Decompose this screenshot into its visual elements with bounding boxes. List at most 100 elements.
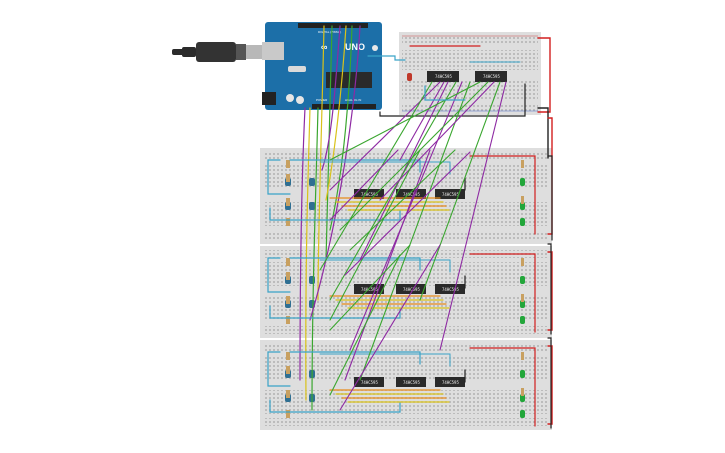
shift-register-chip (396, 284, 426, 294)
signal-wire (329, 81, 457, 301)
shift-register-chip (427, 71, 459, 82)
shift-register-chip (435, 377, 465, 387)
signal-wire (325, 25, 333, 261)
signal-wire (319, 161, 451, 175)
digital-header (298, 23, 368, 28)
shift-register-chip (354, 377, 384, 387)
signal-wire (269, 399, 401, 413)
signal-wire (419, 81, 501, 301)
signal-wire (349, 149, 456, 251)
signal-wire (309, 25, 361, 321)
chip-label: 74HC595 (403, 192, 420, 197)
arduino-logo-mark: ∞ (321, 42, 328, 52)
resistor (286, 316, 290, 324)
transistor (309, 178, 315, 186)
chip-label: 74HC595 (403, 380, 420, 385)
shift-register-chip (475, 71, 507, 82)
signal-wire (329, 244, 411, 331)
resistor (286, 160, 290, 168)
resistor (521, 258, 524, 266)
power-wire (469, 253, 536, 333)
chip-label: 74HC595 (361, 380, 378, 385)
signal-wire (439, 81, 507, 351)
arduino-logo-text: UNO (345, 42, 365, 52)
chip-label: 74HC595 (403, 287, 420, 292)
ground-wire (547, 243, 552, 335)
green-led (520, 370, 525, 378)
resistor (286, 352, 290, 360)
green-led (520, 316, 525, 324)
signal-wire (329, 149, 421, 321)
signal-wire (319, 259, 451, 273)
digital-label: DIGITAL (PWM~) (318, 30, 341, 34)
resistor (286, 390, 290, 398)
signal-wire (329, 149, 399, 221)
ground-wire (547, 155, 553, 241)
signal-wire (329, 81, 481, 161)
capacitor (296, 96, 304, 104)
ground-wire (537, 107, 549, 159)
signal-wire (267, 159, 291, 195)
signal-wire (325, 25, 347, 201)
reset-button[interactable] (372, 45, 378, 51)
chip-label: 74HC595 (442, 192, 459, 197)
resistor (521, 294, 524, 302)
shift-register-chip (354, 189, 384, 199)
transistor (309, 202, 315, 210)
shift-register-chip (396, 189, 426, 199)
resistor (286, 198, 290, 206)
resistor (521, 352, 524, 360)
resistor (521, 196, 524, 204)
signal-wire (344, 151, 471, 276)
resistor (286, 410, 290, 418)
signal-wire (269, 305, 401, 319)
signal-wire (305, 107, 311, 401)
crystal (288, 66, 306, 72)
signal-wire (289, 257, 421, 271)
signal-wire (289, 159, 421, 173)
signal-wire (269, 207, 401, 221)
signal-wire (344, 149, 431, 381)
chip-label: 74HC595 (442, 380, 459, 385)
green-led (520, 178, 525, 186)
signal-wire (329, 25, 353, 231)
signal-wire (319, 81, 433, 271)
signal-wire (359, 81, 471, 381)
chip-label: 74HC595 (435, 74, 452, 79)
green-led (520, 218, 525, 226)
ground-wire (547, 337, 552, 429)
resistor (286, 366, 290, 374)
resistor (286, 296, 290, 304)
chip-label: 74HC595 (442, 287, 459, 292)
power-jack (262, 92, 276, 105)
chip-label: 74HC595 (483, 74, 500, 79)
signal-wire (289, 351, 421, 365)
chip-label: 74HC595 (361, 287, 378, 292)
signal-wire (339, 244, 441, 411)
signal-wire (339, 81, 489, 231)
signal-wire (299, 107, 306, 381)
ground-wire (379, 83, 526, 117)
shift-register-chip (435, 284, 465, 294)
green-led (520, 276, 525, 284)
signal-wire (399, 81, 445, 161)
power-wire (469, 155, 536, 235)
capacitor (286, 94, 294, 102)
usb-cable (172, 42, 270, 62)
signal-wire (267, 351, 291, 387)
usb-jack (262, 42, 284, 60)
shift-register-chip (396, 377, 426, 387)
power-wire (537, 37, 551, 113)
signal-wire (317, 25, 325, 301)
shift-register-chip (435, 189, 465, 199)
resistor (286, 174, 290, 182)
power-wire (547, 345, 553, 425)
signal-wire (329, 254, 401, 396)
chip-label: 74HC595 (361, 192, 378, 197)
signal-wire (319, 353, 451, 367)
signal-wire (267, 257, 291, 293)
power-wire (469, 347, 536, 427)
resistor (521, 388, 524, 396)
signal-wire (424, 85, 466, 101)
